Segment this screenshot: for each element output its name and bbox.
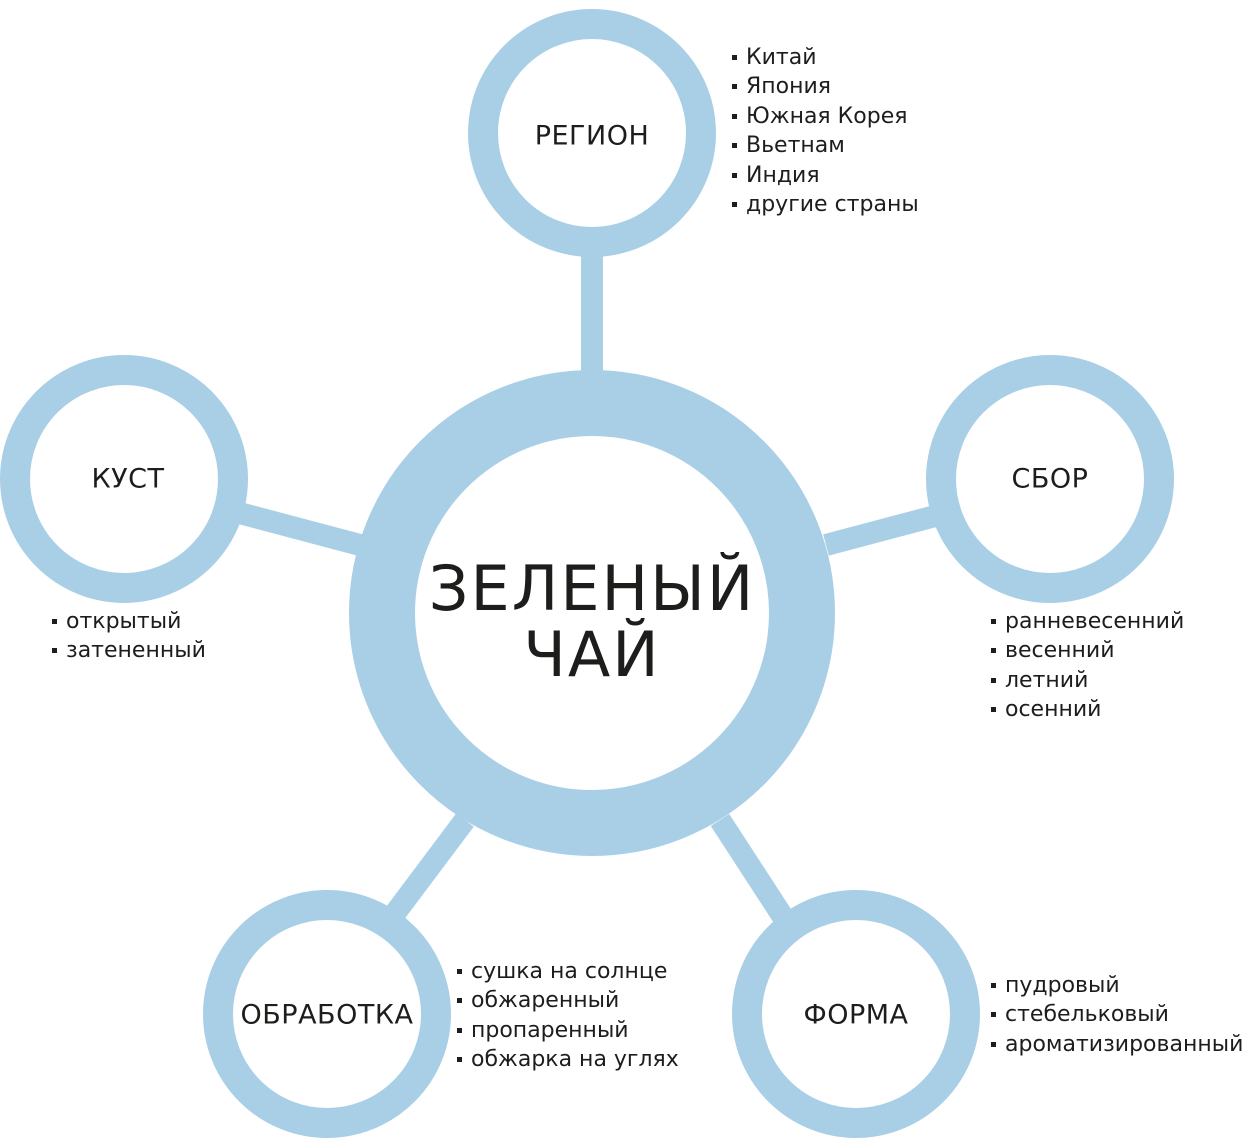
connector-bush: [225, 499, 363, 556]
ring-harvest: [926, 355, 1174, 603]
list-item: другие страны: [732, 190, 919, 219]
region-list: Китай Япония Южная Корея Вьетнам Индия д…: [732, 43, 919, 219]
list-item: летний: [991, 666, 1184, 695]
ring-center: [349, 370, 835, 856]
center-title: ЗЕЛЕНЫЙ ЧАЙ: [429, 556, 755, 688]
list-item: сушка на солнце: [457, 957, 679, 986]
ring-region: [468, 9, 716, 257]
list-item: Южная Корея: [732, 102, 919, 131]
ring-processing: [203, 890, 451, 1138]
processing-list: сушка на солнце обжаренный пропаренный о…: [457, 957, 679, 1075]
connector-processing: [381, 813, 474, 927]
center-title-line2: ЧАЙ: [523, 618, 661, 691]
bush-list: открытый затененный: [52, 607, 206, 666]
node-label-processing: ОБРАБОТКА: [240, 999, 414, 1031]
node-label-form: ФОРМА: [803, 999, 909, 1031]
list-item: обжарка на углях: [457, 1045, 679, 1074]
node-label-harvest: СБОР: [1011, 463, 1089, 495]
connector-form: [710, 814, 795, 926]
ring-form: [732, 890, 980, 1138]
list-item: осенний: [991, 695, 1184, 724]
list-item: обжаренный: [457, 986, 679, 1015]
center-title-line1: ЗЕЛЕНЫЙ: [428, 552, 756, 625]
list-item: пудровый: [991, 971, 1243, 1000]
list-item: затененный: [52, 636, 206, 665]
list-item: ароматизированный: [991, 1030, 1243, 1059]
ring-bush: [0, 355, 248, 603]
list-item: Индия: [732, 161, 919, 190]
list-item: Япония: [732, 72, 919, 101]
list-item: пропаренный: [457, 1016, 679, 1045]
list-item: открытый: [52, 607, 206, 636]
form-list: пудровый стебельковый ароматизированный: [991, 971, 1243, 1059]
list-item: Вьетнам: [732, 131, 919, 160]
list-item: стебельковый: [991, 1000, 1243, 1029]
node-label-region: РЕГИОН: [534, 120, 650, 152]
list-item: ранневесенний: [991, 607, 1184, 636]
list-item: Китай: [732, 43, 919, 72]
harvest-list: ранневесенний весенний летний осенний: [991, 607, 1184, 725]
node-label-bush: КУСТ: [91, 463, 165, 495]
list-item: весенний: [991, 636, 1184, 665]
